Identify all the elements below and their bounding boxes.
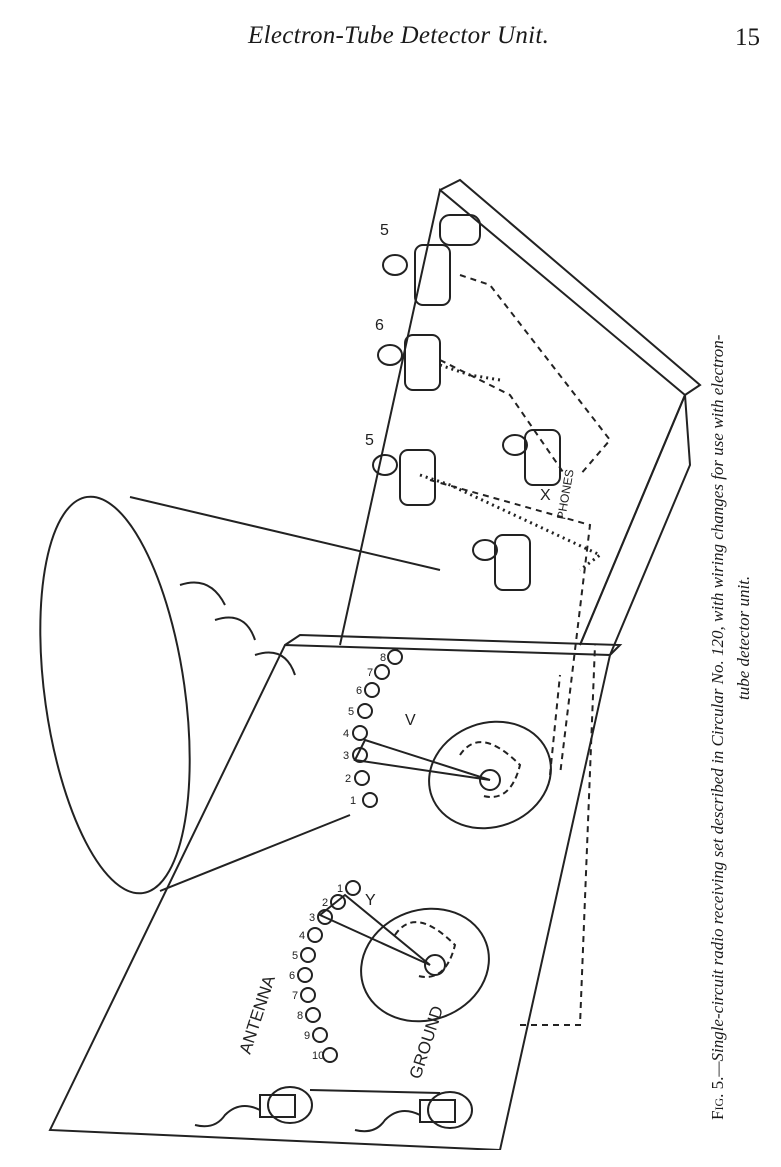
caption-line-2: tube detector unit. bbox=[734, 575, 753, 700]
svg-text:3: 3 bbox=[309, 912, 315, 924]
baseboard-posts bbox=[372, 214, 561, 591]
right-switch-dial bbox=[353, 720, 552, 830]
post-label-5-b: 5 bbox=[380, 222, 389, 239]
left-contact-numbers: 10 9 8 7 6 5 4 3 2 1 bbox=[289, 883, 343, 1062]
right-contact-numbers: 1 2 3 4 5 6 7 8 bbox=[343, 652, 386, 807]
svg-text:5: 5 bbox=[292, 950, 298, 962]
wire-x-label: X bbox=[540, 487, 551, 504]
svg-text:8: 8 bbox=[297, 1010, 303, 1022]
svg-text:4: 4 bbox=[299, 930, 305, 942]
left-contact-buttons bbox=[297, 880, 361, 1063]
left-switch-label: Y bbox=[365, 892, 376, 909]
baseboard bbox=[339, 178, 702, 656]
svg-text:3: 3 bbox=[343, 750, 349, 762]
svg-text:8: 8 bbox=[380, 652, 386, 664]
svg-text:2: 2 bbox=[345, 773, 351, 785]
svg-text:10: 10 bbox=[312, 1050, 324, 1062]
caption-text-1: —Single-circuit radio receiving set desc… bbox=[708, 334, 727, 1077]
right-contact-buttons bbox=[352, 649, 403, 808]
page-number: 15 bbox=[735, 24, 760, 51]
svg-text:7: 7 bbox=[367, 667, 373, 679]
antenna-binding-post bbox=[194, 1086, 313, 1128]
svg-text:5: 5 bbox=[348, 706, 354, 718]
running-header-title: Electron-Tube Detector Unit. bbox=[248, 22, 550, 49]
post-label-6: 6 bbox=[375, 317, 384, 334]
ground-label: GROUND bbox=[406, 1004, 447, 1082]
svg-text:6: 6 bbox=[356, 685, 362, 697]
svg-text:2: 2 bbox=[322, 897, 328, 909]
figure-number: Fig. 5. bbox=[708, 1076, 727, 1120]
phones-label: PHONES bbox=[554, 468, 577, 520]
figure-caption: Fig. 5.—Single-circuit radio receiving s… bbox=[698, 180, 768, 1140]
ground-binding-post bbox=[354, 1091, 473, 1133]
phones-wiring bbox=[419, 363, 603, 572]
left-switch-dial bbox=[318, 893, 490, 1023]
svg-text:1: 1 bbox=[337, 883, 343, 895]
svg-text:9: 9 bbox=[304, 1030, 310, 1042]
right-switch-label: V bbox=[405, 712, 416, 729]
front-panel bbox=[48, 633, 623, 1150]
caption-line-1: Fig. 5.—Single-circuit radio receiving s… bbox=[708, 335, 728, 1120]
svg-text:6: 6 bbox=[289, 970, 295, 982]
radio-receiver-illustration: ANTENNA GROUND Y V 5 6 5 X PHONES 10 9 8… bbox=[39, 178, 702, 1150]
tuning-coil-cylinder bbox=[39, 495, 441, 895]
antenna-label: ANTENNA bbox=[236, 972, 279, 1056]
svg-text:1: 1 bbox=[350, 795, 356, 807]
post-label-5-a: 5 bbox=[365, 432, 374, 449]
svg-text:4: 4 bbox=[343, 728, 349, 740]
svg-text:7: 7 bbox=[292, 990, 298, 1002]
